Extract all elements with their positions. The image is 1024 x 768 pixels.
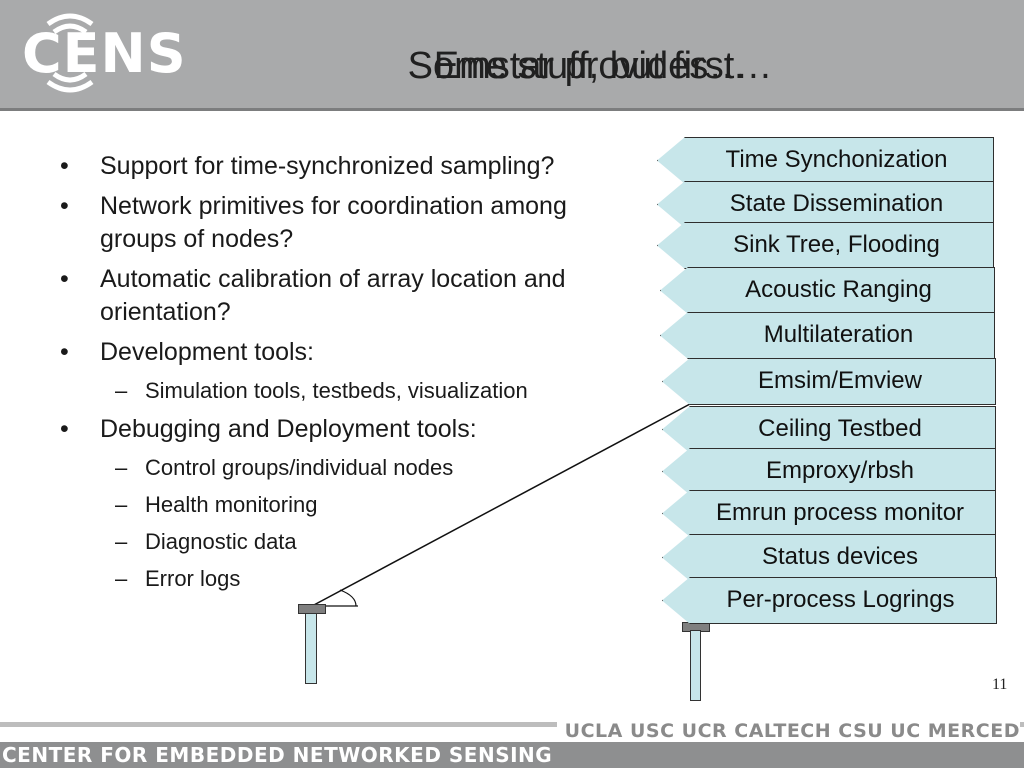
university-list: UCLA USC UCR CALTECH CSU UC MERCED <box>556 720 1020 742</box>
slide-header: CENS Some stuff, but first… Emstar provi… <box>0 0 1024 111</box>
right-node-pole <box>690 630 701 701</box>
stack-layer-tag: Sink Tree, Flooding <box>657 222 994 269</box>
bullet-item: Network primitives for coordination amon… <box>60 190 650 256</box>
connector-line <box>311 403 691 607</box>
bullet-item: Support for time-synchronized sampling? <box>60 150 650 183</box>
stack-layer-tag: Emrun process monitor <box>662 490 996 537</box>
stack-layer-tag: State Dissemination <box>657 181 994 228</box>
footer-bar <box>0 742 1024 768</box>
stack-layer-tag: Per-process Logrings <box>662 577 997 624</box>
title-layer-2: Emstar provides… <box>433 45 747 87</box>
logo-text: CENS <box>22 22 187 85</box>
sub-bullet-item: Error logs <box>60 564 650 594</box>
stack-layer-tag: Acoustic Ranging <box>660 267 995 314</box>
page-number: 11 <box>992 676 1008 693</box>
bullet-item: Automatic calibration of array location … <box>60 263 650 329</box>
bullet-list: Support for time-synchronized sampling? … <box>60 150 650 601</box>
title-layer-1: Some stuff, but first… <box>407 45 773 87</box>
sub-bullet-item: Simulation tools, testbeds, visualizatio… <box>60 376 650 406</box>
sub-bullet-item: Health monitoring <box>60 490 650 520</box>
bullet-item: Development tools: <box>60 336 650 369</box>
stack-layer-tag: Emsim/Emview <box>662 358 996 405</box>
angle-arc <box>339 589 357 607</box>
stack-layer-tag: Time Synchonization <box>657 137 994 184</box>
footer-divider <box>0 722 1024 727</box>
stack-layer-tag: Ceiling Testbed <box>662 406 996 453</box>
stack-layer-tag: Status devices <box>662 534 996 581</box>
cens-logo: CENS <box>8 2 186 102</box>
sub-bullet-item: Control groups/individual nodes <box>60 453 650 483</box>
sub-bullet-item: Diagnostic data <box>60 527 650 557</box>
signal-waves-icon <box>46 13 94 93</box>
stack-layer-tag: Multilateration <box>660 312 995 359</box>
left-node-pole <box>305 613 317 684</box>
bullet-item: Debugging and Deployment tools: <box>60 413 650 446</box>
center-name: CENTER FOR EMBEDDED NETWORKED SENSING <box>2 743 553 767</box>
stack-layer-tag: Emproxy/rbsh <box>662 448 996 495</box>
